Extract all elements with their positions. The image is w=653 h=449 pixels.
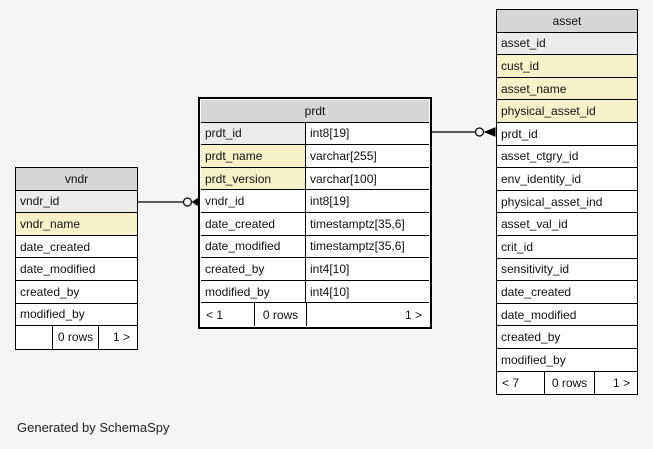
column-row-date_created: date_created [497, 281, 637, 304]
column-row-physical_asset_ind: physical_asset_ind [497, 190, 637, 214]
column-type: int4[10] [306, 280, 429, 303]
table-vndr-columns: vndr_id vndr_name date_created date_modifie… [16, 190, 137, 327]
column-row-created_by: created_by [497, 326, 637, 349]
table-asset-title[interactable]: asset [497, 10, 637, 33]
column-name: date_created [20, 239, 91, 254]
column-row-physical_asset_id: physical_asset_id [497, 100, 637, 123]
table-prdt-footer: < 1 0 rows 1 > [201, 303, 429, 326]
column-row-asset_ctgry_id: asset_ctgry_id [497, 145, 637, 169]
column-name: vndr_id [20, 194, 60, 209]
column-name: prdt_version [201, 167, 306, 190]
footer-prev-count [16, 326, 53, 349]
table-vndr-title[interactable]: vndr [16, 168, 137, 191]
table-vndr-footer: 0 rows 1 > [16, 326, 137, 349]
footer-row-count: 0 rows [545, 371, 595, 395]
column-name: cust_id [501, 58, 540, 73]
column-row-env_identity_id: env_identity_id [497, 168, 637, 191]
column-name: physical_asset_ind [501, 194, 603, 209]
footer-next-count: 1 > [404, 307, 422, 322]
column-name: prdt_name [201, 145, 306, 167]
footer-next-count: 1 > [112, 330, 130, 345]
column-row-prdt_id: prdt_id [497, 122, 637, 146]
relationship-prdt-asset [430, 127, 496, 137]
footer-prev-count: < 1 [201, 303, 255, 326]
footer-prev-count: < 7 [497, 371, 545, 395]
column-row-modified_by: modified_by [16, 303, 137, 327]
column-name: asset_val_id [501, 217, 568, 232]
table-asset-columns: asset_id cust_id asset_name physical_asset_… [497, 32, 637, 372]
column-name: asset_id [501, 36, 546, 51]
column-name: vndr_id [201, 190, 306, 212]
table-asset-footer: < 7 0 rows 1 > [497, 371, 637, 395]
many-arrowhead-icon [191, 197, 199, 207]
table-prdt-title[interactable]: prdt [201, 100, 429, 123]
column-row-date_modified: date_modified [497, 303, 637, 327]
column-row-sensitivity_id: sensitivity_id [497, 258, 637, 282]
many-arrowhead-icon [483, 127, 496, 137]
column-name: physical_asset_id [501, 104, 596, 119]
footer-next-count: 1 > [612, 375, 630, 390]
table-vndr[interactable]: vndr vndr_id vndr_name date_created date_mo… [15, 167, 138, 350]
footer-row-count: 0 rows [53, 326, 99, 349]
column-name: date_created [501, 284, 572, 299]
table-asset[interactable]: asset asset_id cust_id asset_name physical_… [496, 9, 638, 396]
column-name: asset_name [501, 81, 567, 96]
column-name: modified_by [20, 307, 85, 322]
column-type: timestamptz[35,6] [306, 212, 429, 235]
column-row-asset_id: asset_id [497, 32, 637, 56]
column-name: prdt_id [201, 122, 306, 145]
column-row-created_by: created_by [16, 280, 137, 304]
column-type: int8[19] [306, 122, 429, 145]
column-name: crit_id [501, 239, 534, 254]
column-name: date_modified [20, 262, 96, 277]
column-type: int4[10] [306, 258, 429, 280]
column-row-date_modified: date_modified [16, 258, 137, 281]
column-row-crit_id: crit_id [497, 235, 637, 259]
column-row-asset_name: asset_name [497, 77, 637, 101]
column-name: date_modified [201, 235, 306, 258]
column-name: sensitivity_id [501, 262, 570, 277]
column-name: prdt_id [501, 126, 538, 141]
column-name: asset_ctgry_id [501, 149, 579, 164]
column-row-vndr_name: vndr_name [16, 213, 137, 236]
column-type: int8[19] [306, 190, 429, 212]
column-name: modified_by [501, 352, 566, 367]
column-type: timestamptz[35,6] [306, 235, 429, 258]
column-row-modified_by: modified_by [497, 348, 637, 372]
column-name: modified_by [201, 280, 306, 303]
column-name: created_by [201, 258, 306, 280]
column-name: date_created [201, 212, 306, 235]
zero-cardinality-circle-icon [182, 197, 193, 207]
column-name: env_identity_id [501, 171, 582, 186]
column-name: date_modified [501, 307, 577, 322]
column-type: varchar[100] [306, 167, 429, 190]
generated-by-note: Generated by SchemaSpy [17, 420, 170, 435]
column-row-vndr_id: vndr_id [16, 190, 137, 214]
footer-row-count: 0 rows [255, 303, 307, 326]
column-type: varchar[255] [306, 145, 429, 167]
relationship-vndr-prdt [136, 197, 199, 207]
column-name: vndr_name [20, 216, 81, 231]
column-row-date_created: date_created [16, 235, 137, 259]
column-name: created_by [501, 330, 561, 345]
column-row-asset_val_id: asset_val_id [497, 213, 637, 236]
column-name: created_by [20, 284, 80, 299]
zero-cardinality-circle-icon [474, 127, 485, 137]
column-row-cust_id: cust_id [497, 55, 637, 78]
